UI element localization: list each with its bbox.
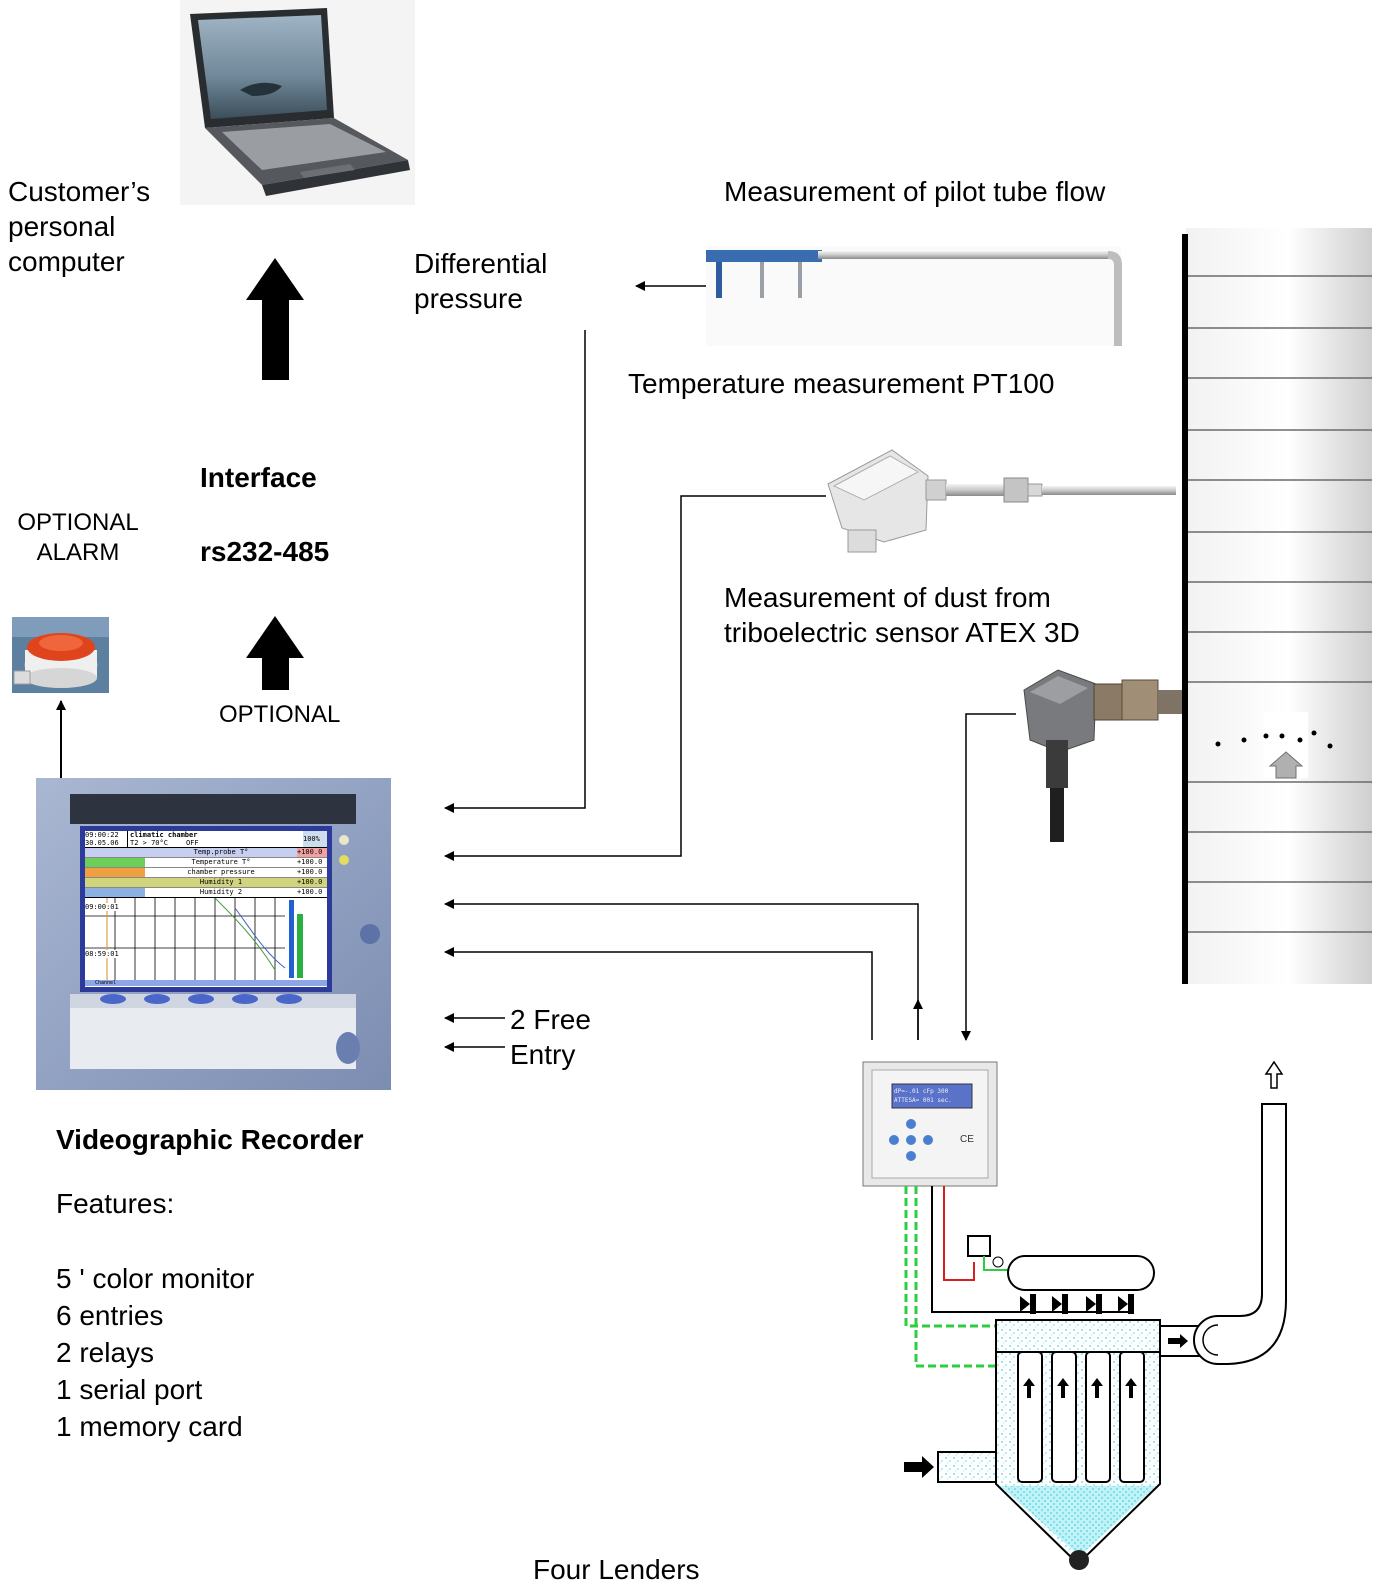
bag-filter-system — [904, 1060, 1287, 1570]
line-temperature — [444, 495, 826, 861]
screen-condition: T2 > 70°C — [130, 839, 168, 847]
features-heading: Features: — [56, 1188, 175, 1219]
screen-time-mark: 09:00:01 — [85, 903, 119, 911]
line-dust-sensor — [961, 713, 1016, 1041]
feature-item: 1 serial port — [56, 1374, 203, 1405]
feature-item: 5 ' color monitor — [56, 1263, 255, 1294]
optional-alarm-label: OPTIONAL ALARM — [17, 509, 139, 566]
recorder-softkey[interactable] — [276, 994, 302, 1004]
ce-mark: CE — [960, 1134, 974, 1145]
screen-time: 09:00:22 — [85, 831, 119, 839]
temperature-label: Temperature measurement PT100 — [628, 368, 1055, 399]
interface-arrow-small — [246, 616, 304, 690]
recorder-softkey[interactable] — [188, 994, 214, 1004]
line-controller-a — [444, 899, 919, 1040]
feature-item: 1 memory card — [56, 1411, 243, 1442]
pitot-flow-label: Measurement of pilot tube flow — [724, 176, 1106, 207]
screen-title: climatic chamber — [130, 831, 198, 839]
pt100-sensor-image — [827, 449, 1176, 553]
recorder-title: Videographic Recorder — [56, 1124, 364, 1155]
controller-lcd: dP=-.01 cFp 300 ATTESA= 001 sec. — [894, 1087, 970, 1105]
screen-percent: 100% — [303, 831, 327, 847]
controller-lcd-line: dP=-.01 cFp 300 — [894, 1088, 949, 1095]
optional-label: OPTIONAL — [219, 701, 341, 728]
features-list: 5 ' color monitor 6 entries 2 relays 1 s… — [56, 1260, 254, 1445]
screen-channel-row: Humidity 1+100.0 — [85, 878, 327, 888]
interface-port: rs232-485 — [200, 536, 330, 567]
screen-channel-row: Temp.probe T°+100.0 — [85, 848, 327, 858]
pitot-tube-image — [706, 246, 1122, 346]
line-controller-b — [444, 947, 873, 1040]
recorder-softkey[interactable] — [100, 994, 126, 1004]
bottom-caption: Four Lenders — [533, 1554, 700, 1585]
screen-channel-row: chamber pressure+100.0 — [85, 868, 327, 878]
alarm-beacon-image — [12, 617, 109, 693]
signal-lines — [444, 281, 1016, 1052]
customer-pc-label: Customer’s personal computer — [8, 176, 151, 277]
screen-softkey-label: Channel — [95, 980, 117, 986]
recorder-softkey[interactable] — [232, 994, 258, 1004]
screen-state: OFF — [185, 839, 199, 847]
screen-channel-row: Temperature T°+100.0 — [85, 858, 327, 868]
interface-title: Interface — [200, 462, 317, 493]
controller-lcd-line: ATTESA= 001 sec. — [894, 1097, 952, 1104]
dust-controller-box — [862, 1061, 998, 1187]
screen-channel-list: Temp.probe T°+100.0 Temperature T°+100.0… — [85, 848, 327, 898]
line-differential-pressure — [444, 330, 586, 813]
screen-softkey-bar: Channel — [85, 980, 327, 986]
screen-channel-row: Humidity 2+100.0 — [85, 888, 327, 898]
interface-arrow-large — [246, 258, 304, 380]
screen-trend-area: 09:00:01 08:59:01 — [85, 898, 327, 980]
recorder-screen: 09:00:22 30.05.06 climatic chamber T2 > … — [85, 831, 327, 987]
feature-item: 6 entries — [56, 1300, 164, 1331]
recorder-softkey[interactable] — [144, 994, 170, 1004]
differential-pressure-label: Differential pressure — [414, 248, 548, 314]
free-entry-label: 2 Free Entry — [510, 1004, 591, 1070]
screen-time-mark: 08:59:01 — [85, 950, 119, 958]
screen-date: 30.05.06 — [85, 839, 119, 847]
dust-measurement-label: Measurement of dust from triboelectric s… — [724, 582, 1080, 648]
chimney-stack — [1182, 228, 1372, 984]
feature-item: 2 relays — [56, 1337, 155, 1368]
laptop-image — [180, 0, 415, 205]
